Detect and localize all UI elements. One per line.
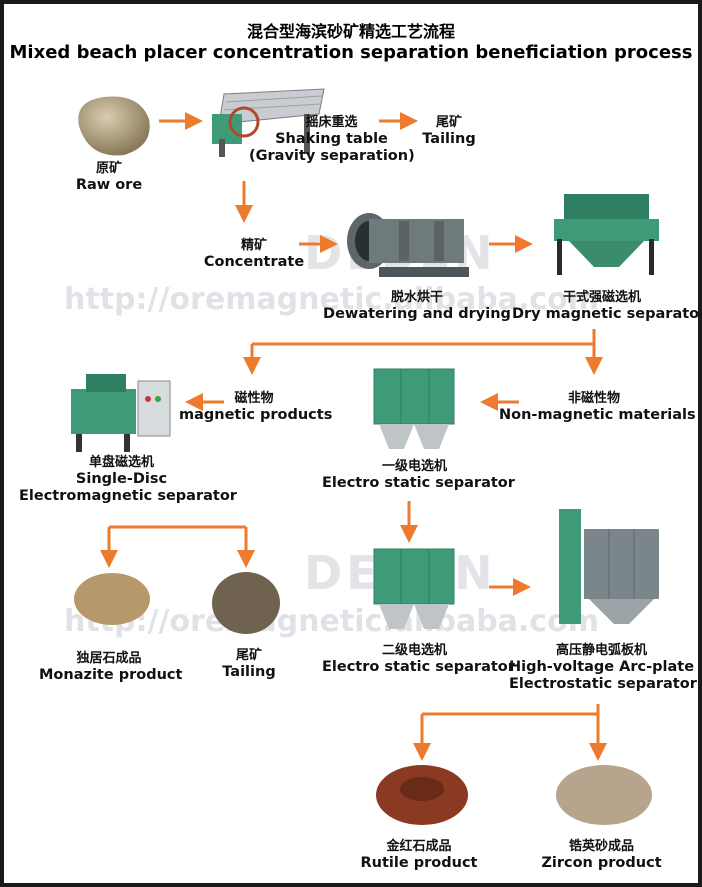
shaking-table-image (212, 88, 325, 157)
rutile-product-image (376, 765, 468, 825)
watermark-url: http://oremagnetic.alibaba.com (64, 282, 599, 317)
electrostatic-separator-1-image (373, 368, 455, 449)
dry-magnetic-separator-image (554, 194, 659, 275)
raw-ore-image (78, 96, 150, 156)
electrostatic-separator-2-image (373, 548, 455, 629)
watermark-url: http://oremagnetic.alibaba.com (64, 604, 599, 639)
monazite-product-image (74, 573, 150, 625)
title-english: Mixed beach placer concentration separat… (9, 42, 693, 63)
zircon-product-image (556, 765, 652, 825)
single-disc-separator-image (71, 374, 171, 452)
tailing-2-image (212, 572, 280, 634)
flow-arrows (100, 112, 607, 761)
hv-arc-plate-separator-image (559, 509, 659, 624)
title-chinese: 混合型海滨砂矿精选工艺流程 (246, 22, 455, 41)
rotary-dryer-image (347, 213, 469, 277)
